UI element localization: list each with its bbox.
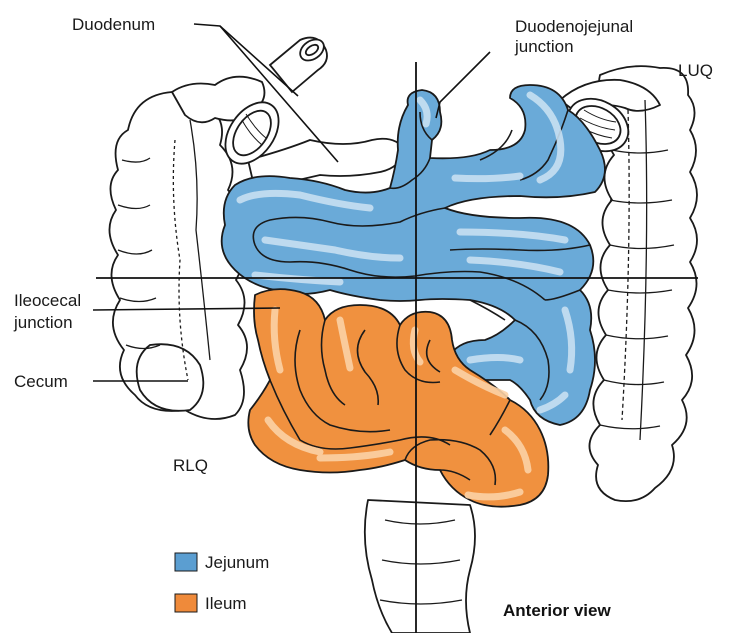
label-duodenojejunal-junction-2: junction [514,37,574,56]
legend-swatch-jejunum [175,553,197,571]
label-rlq: RLQ [173,456,208,475]
label-ileocecal-junction-1: Ileocecal [14,291,81,310]
label-luq: LUQ [678,61,713,80]
legend-swatch-ileum [175,594,197,612]
rectum [365,500,475,633]
label-ileocecal-junction-2: junction [13,313,73,332]
ileum [248,289,548,507]
label-cecum: Cecum [14,372,68,391]
legend-label-ileum: Ileum [205,594,247,613]
legend-label-jejunum: Jejunum [205,553,269,572]
legend: Jejunum Ileum [175,553,269,613]
label-duodenojejunal-junction-1: Duodenojejunal [515,17,633,36]
label-duodenum: Duodenum [72,15,155,34]
label-view: Anterior view [503,601,611,620]
